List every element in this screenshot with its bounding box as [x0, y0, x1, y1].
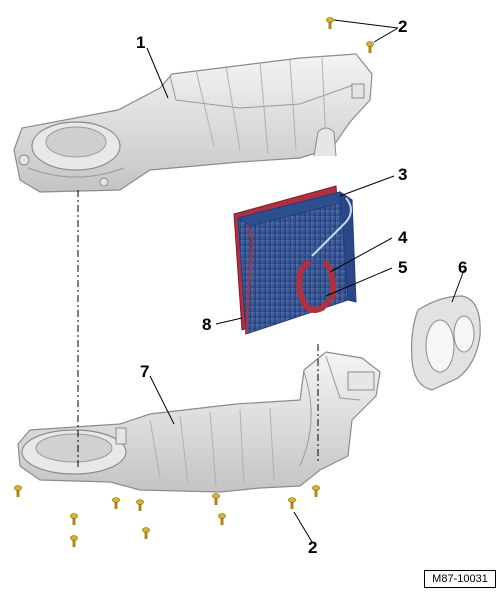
callout-3: 3: [398, 165, 408, 184]
screw-bottom-2: [70, 513, 78, 526]
screw-bottom-10: [312, 485, 320, 498]
seal-gasket-part: [411, 295, 481, 391]
figure-id-label: M87-10031: [424, 570, 496, 588]
callout-5: 5: [398, 258, 408, 277]
lower-housing-part: [17, 351, 381, 493]
evaporator-pipe-seal: [296, 259, 336, 313]
screw-bottom-8: [218, 513, 226, 526]
callout-2-top: 2: [398, 17, 408, 36]
callout-6: 6: [458, 258, 468, 277]
screw-bottom-4: [112, 497, 120, 510]
callout-2-bottom: 2: [308, 538, 318, 557]
callout-1: 1: [136, 33, 146, 52]
callout-8: 8: [202, 315, 212, 334]
screw-bottom-9: [288, 497, 296, 510]
screw-top-right: [366, 41, 374, 54]
screw-top-left: [326, 17, 334, 30]
alignment-lines: [77, 190, 319, 470]
screw-bottom-7: [212, 493, 220, 506]
screw-bottom-3: [70, 535, 78, 548]
screw-bottom-6: [142, 527, 150, 540]
screw-bottom-1: [14, 485, 22, 498]
screw-bottom-5: [136, 499, 144, 512]
callout-7: 7: [140, 362, 150, 381]
callout-leaders: [146, 19, 465, 543]
evaporator-part: [233, 185, 357, 335]
callout-4: 4: [398, 228, 408, 247]
upper-housing-part: [13, 53, 373, 193]
